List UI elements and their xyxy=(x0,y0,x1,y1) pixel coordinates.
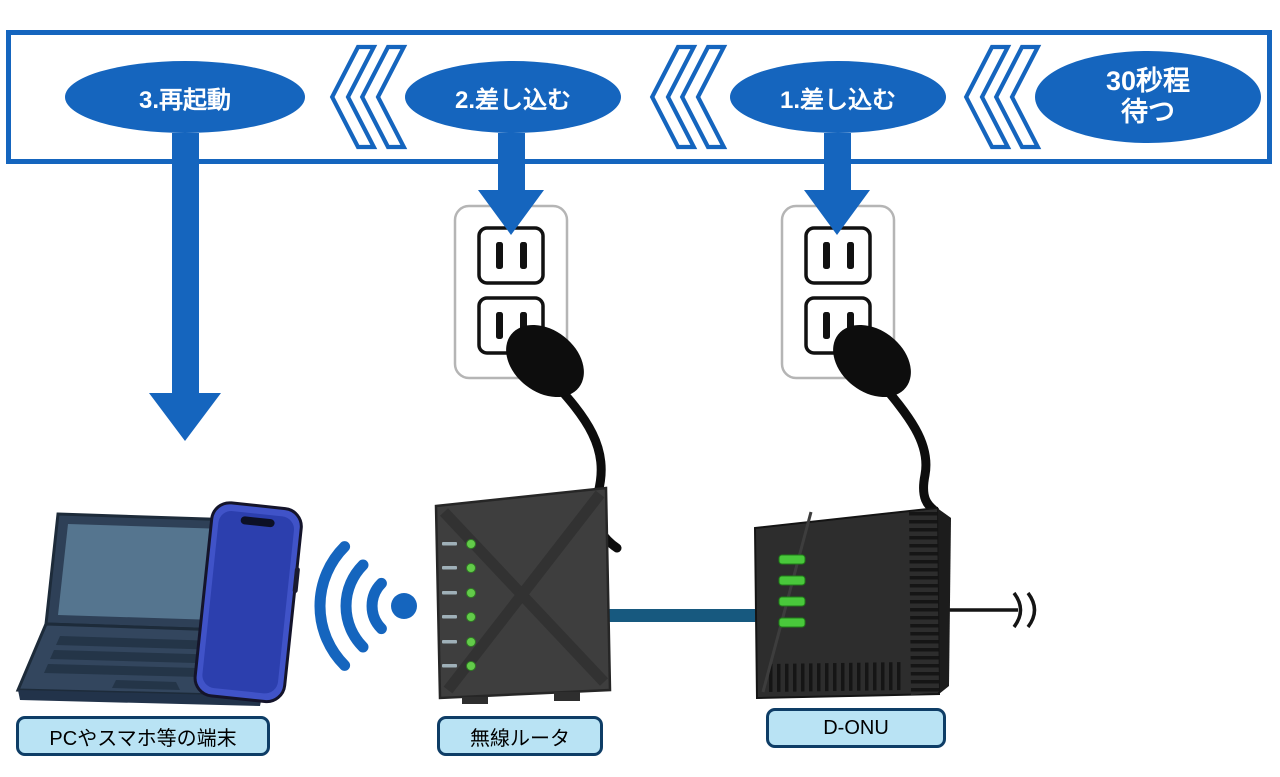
step-label: 1.差し込む xyxy=(779,86,896,114)
wireless-router-illustration xyxy=(434,486,612,704)
power-plug-icon xyxy=(506,324,584,398)
smartphone-illustration xyxy=(193,501,303,704)
step-bubble-wait: 30秒程 待つ xyxy=(1035,51,1261,143)
steps-banner: 3.再起動 2.差し込む 1.差し込む 30秒程 待つ xyxy=(6,30,1272,164)
power-outlet-router xyxy=(453,204,622,553)
chevron-left-icon xyxy=(329,44,408,150)
bottom-vents xyxy=(767,662,905,692)
arrow-plug-router-head xyxy=(478,190,544,235)
fiber-line-with-break-icon xyxy=(940,591,1037,629)
label-terminals: PCやスマホ等の端末 xyxy=(16,716,270,756)
step-bubble-plug-router: 2.差し込む xyxy=(405,61,621,133)
camera-notch-icon xyxy=(240,516,275,528)
label-onu: D-ONU xyxy=(766,708,946,748)
power-cable xyxy=(872,373,940,516)
label-router: 無線ルータ xyxy=(437,716,603,756)
step-label: 30秒程 待つ xyxy=(1105,65,1191,127)
side-button xyxy=(292,567,300,594)
arrow-plug-onu xyxy=(824,133,851,190)
power-plug-icon xyxy=(833,324,911,398)
step-bubble-restart: 3.再起動 xyxy=(65,61,305,133)
step-label: 2.差し込む xyxy=(454,86,571,114)
step-label: 3.再起動 xyxy=(138,86,231,114)
arrow-restart-head xyxy=(149,393,221,441)
lan-cable-line xyxy=(608,609,758,622)
step-bubble-plug-onu: 1.差し込む xyxy=(730,61,946,133)
power-outlet-onu xyxy=(780,204,940,516)
arrow-plug-router xyxy=(498,133,525,190)
arrow-plug-onu-head xyxy=(804,190,870,235)
d-onu-illustration xyxy=(753,506,951,700)
arrow-restart xyxy=(172,133,199,395)
router-led-panel xyxy=(442,539,476,671)
chevron-left-icon xyxy=(963,44,1042,150)
chevron-left-icon xyxy=(649,44,728,150)
onu-led-panel xyxy=(778,554,806,628)
side-vents xyxy=(909,509,939,695)
wifi-signal-icon xyxy=(314,541,417,671)
